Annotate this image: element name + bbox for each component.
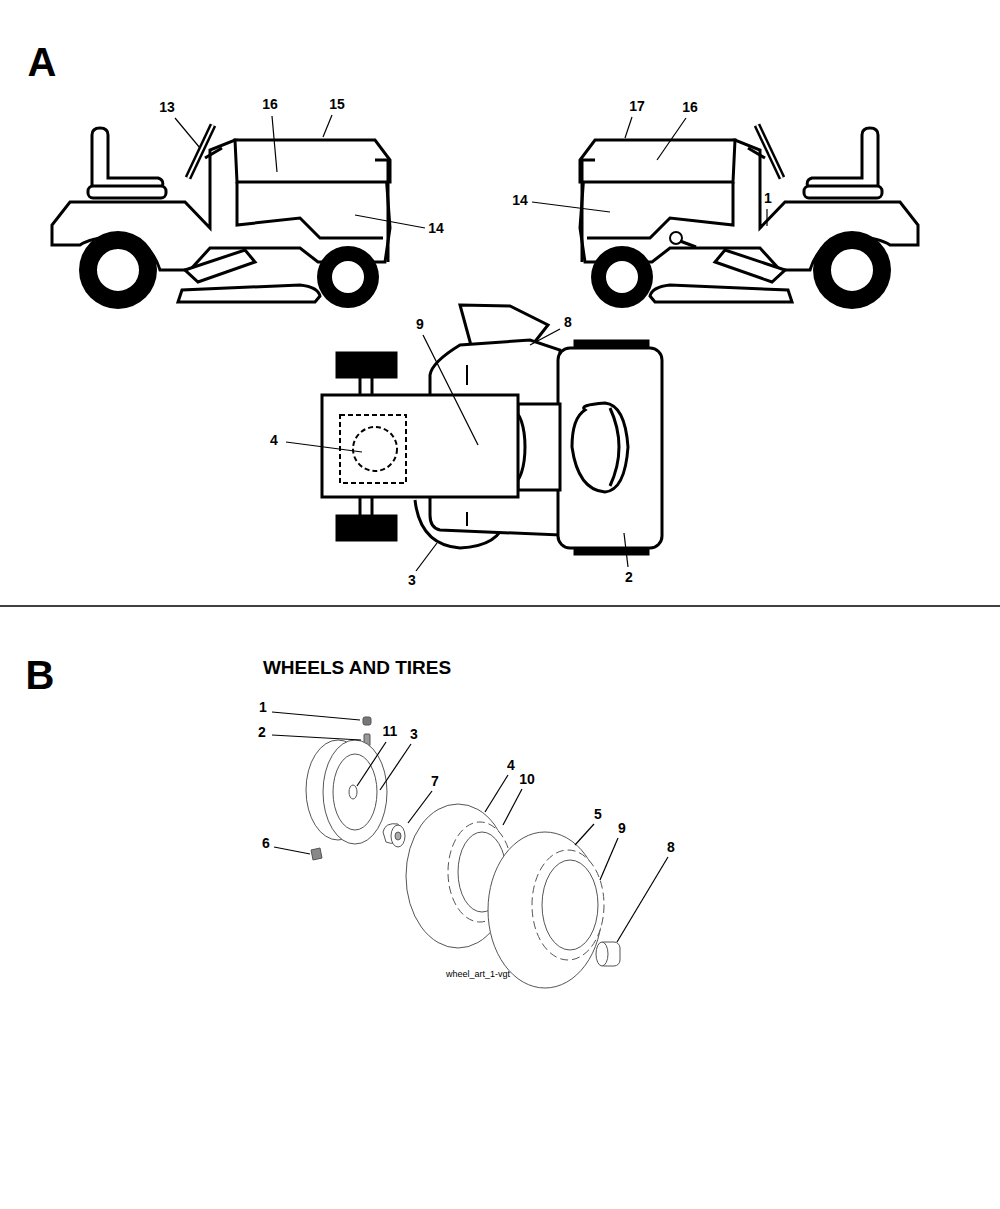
callout-number: 8 <box>564 315 572 330</box>
section-divider <box>0 605 1000 607</box>
callout-number: 17 <box>629 99 645 114</box>
callout-number: 16 <box>262 97 278 112</box>
callout-number: 9 <box>416 317 424 332</box>
callout-number: 8 <box>667 840 675 855</box>
callout-number: 14 <box>512 193 528 208</box>
tractor-top <box>322 305 662 554</box>
wheel-parts <box>306 717 620 988</box>
callout-number: 2 <box>625 570 633 585</box>
callout-number: 1 <box>764 191 772 206</box>
section-heading: WHEELS AND TIRES <box>263 658 451 679</box>
callout-number: 4 <box>507 758 515 773</box>
callout-number: 15 <box>329 97 345 112</box>
leader-lines <box>175 115 767 571</box>
leader-lines <box>272 712 668 942</box>
callout-number: 13 <box>159 100 175 115</box>
callout-number: 7 <box>431 774 439 789</box>
callout-number: 11 <box>383 724 398 739</box>
section-letter: A <box>28 40 57 84</box>
callout-number: 3 <box>408 573 416 588</box>
callout-number: 1 <box>259 700 267 715</box>
art-code: wheel_art_1-vgt <box>446 970 510 980</box>
callout-number: 5 <box>594 807 602 822</box>
callout-number: 3 <box>410 727 418 742</box>
callout-number: 14 <box>428 221 444 236</box>
callout-number: 16 <box>682 100 698 115</box>
callout-number: 10 <box>519 772 535 787</box>
callout-number: 6 <box>262 836 270 851</box>
callout-number: 9 <box>618 821 626 836</box>
callout-number: 2 <box>258 725 266 740</box>
callout-number: 4 <box>270 433 278 448</box>
section-letter: B <box>26 653 55 697</box>
